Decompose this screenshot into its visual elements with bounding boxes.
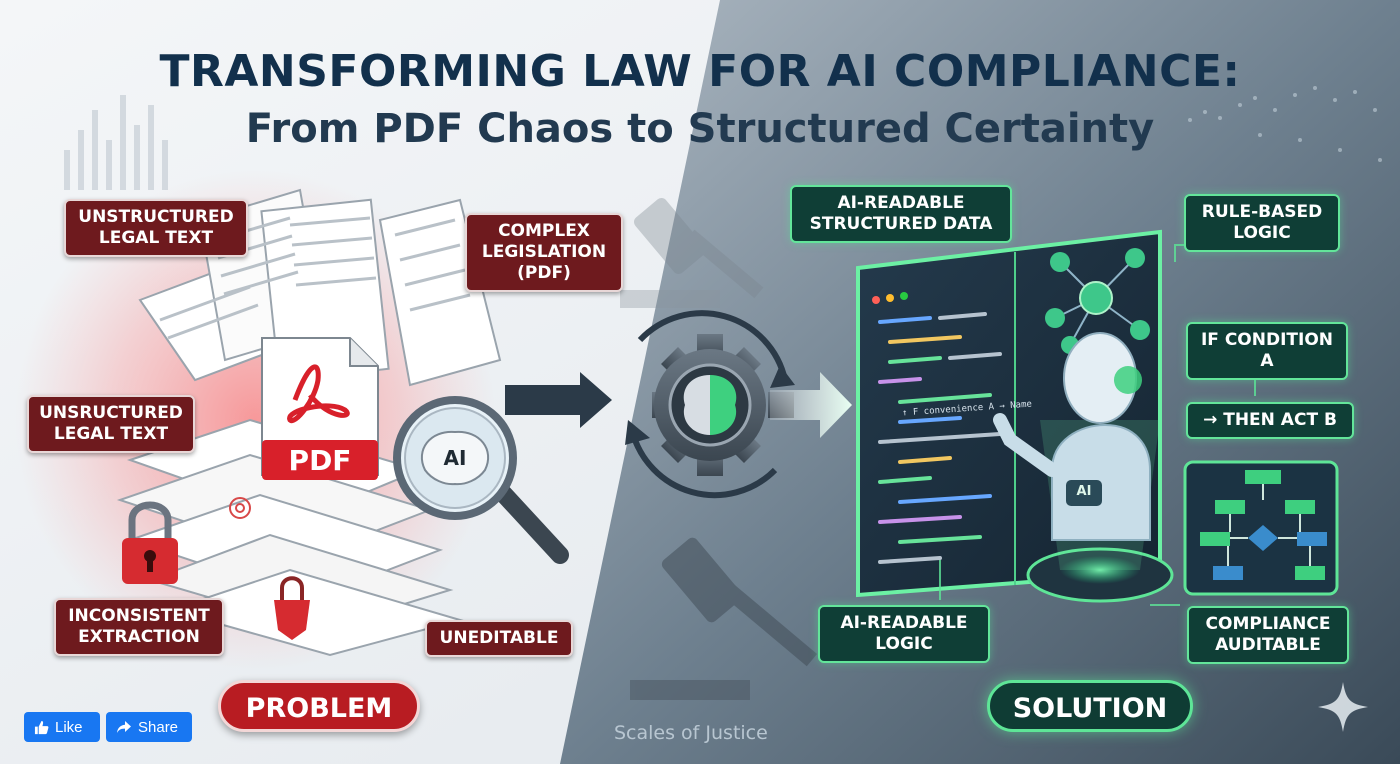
solution-pill: SOLUTION xyxy=(987,680,1193,732)
pdf-icon xyxy=(261,337,379,480)
pdf-badge-text: PDF xyxy=(288,444,352,477)
share-button[interactable]: Share xyxy=(106,712,192,742)
scales-caption: Scales of Justice xyxy=(614,722,768,744)
page-title: TRANSFORMING LAW FOR AI COMPLIANCE: xyxy=(159,46,1241,97)
share-icon xyxy=(117,721,131,733)
label-ai-readable-structured-data: AI-READABLE STRUCTURED DATA xyxy=(790,185,1012,243)
arrow-to-screen xyxy=(770,372,852,438)
label-compliance-auditable: COMPLIANCE AUDITABLE xyxy=(1187,606,1349,664)
label-uneditable: UNEDITABLE xyxy=(425,620,573,657)
label-unstructured-legal-text-mid: UNSRUCTURED LEGAL TEXT xyxy=(27,395,195,453)
ai-glass-text: AI xyxy=(443,446,467,470)
share-label: Share xyxy=(138,718,179,736)
label-ai-readable-logic: AI-READABLE LOGIC xyxy=(818,605,990,663)
gavel-icon xyxy=(620,198,764,308)
arrow-to-gear xyxy=(505,372,612,428)
robot-badge-text: AI xyxy=(1076,484,1092,499)
robot-icon xyxy=(993,332,1174,603)
sparkle-icon xyxy=(1318,682,1368,732)
faint-bar-chart xyxy=(64,95,168,190)
like-button[interactable]: Like xyxy=(24,712,100,742)
flowchart-icon xyxy=(1183,460,1339,596)
page-subtitle: From PDF Chaos to Structured Certainty xyxy=(245,106,1155,152)
label-if-condition: IF CONDITION A xyxy=(1186,322,1348,380)
padlock-icon xyxy=(122,501,310,640)
label-rule-based-logic: RULE-BASED LOGIC xyxy=(1184,194,1340,252)
label-unstructured-legal-text-top: UNSTRUCTURED LEGAL TEXT xyxy=(64,199,248,257)
label-complex-legislation: COMPLEX LEGISLATION (PDF) xyxy=(465,213,623,292)
like-icon xyxy=(34,720,49,734)
label-then-act: → THEN ACT B xyxy=(1186,402,1354,439)
world-map-dots xyxy=(1188,86,1382,162)
problem-pill: PROBLEM xyxy=(218,680,420,732)
magnifier-icon xyxy=(393,396,569,564)
label-inconsistent-extraction: INCONSISTENT EXTRACTION xyxy=(54,598,224,656)
like-label: Like xyxy=(55,718,83,736)
